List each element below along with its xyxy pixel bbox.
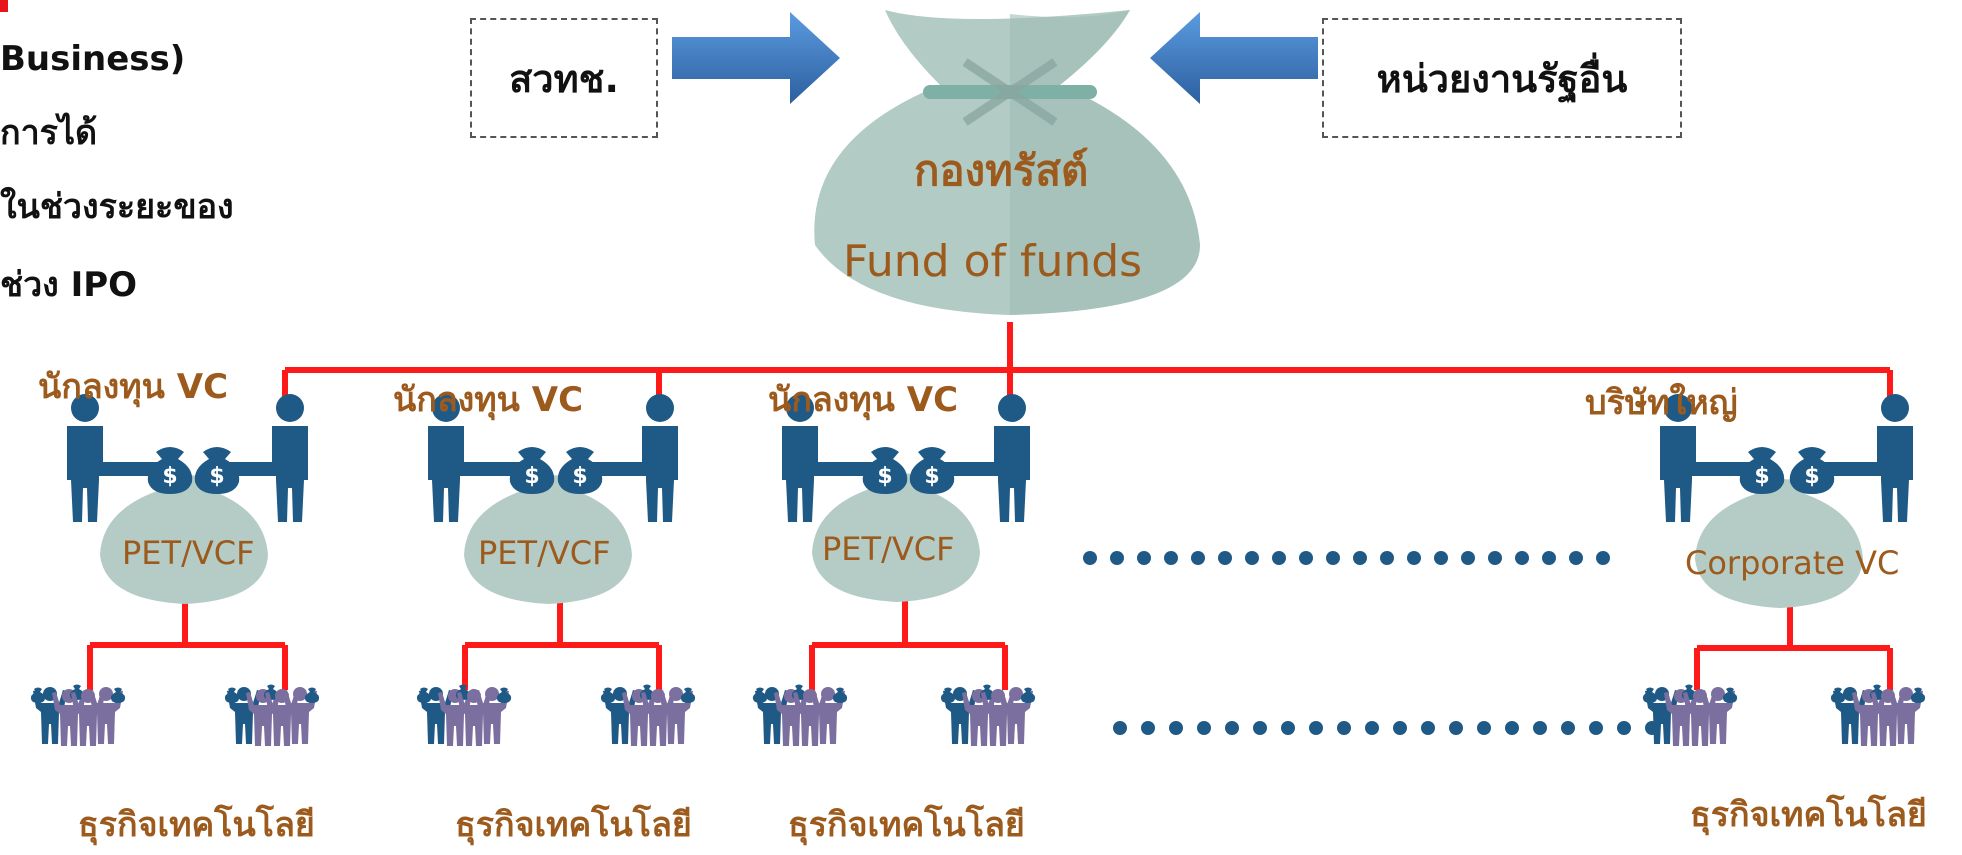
investor-group-2 — [428, 394, 678, 604]
business-group-2b — [601, 685, 695, 747]
business-label-3: ธุรกิจเทคโนโลยี — [788, 805, 1025, 845]
fund-bag-shape — [814, 10, 1200, 315]
ellipsis-dots-row-2 — [1113, 721, 1659, 735]
business-group-3a — [753, 685, 847, 747]
source-box-right-label: หน่วยงานรัฐอื่น — [1376, 56, 1628, 101]
connector-lines — [87, 322, 1893, 690]
source-box-right: หน่วยงานรัฐอื่น — [1322, 18, 1682, 138]
business-group-4b — [1831, 685, 1925, 747]
investor-group-4 — [1660, 394, 1913, 608]
investor-label-3: นักลงทุน VC — [768, 380, 959, 420]
investor-group-3 — [782, 394, 1030, 602]
investor-label-4: บริษัทใหญ่ — [1585, 383, 1738, 423]
business-label-1: ธุรกิจเทคโนโลยี — [78, 805, 315, 845]
business-group-1b — [225, 685, 319, 747]
business-group-4a — [1643, 685, 1737, 747]
business-group-2a — [417, 685, 511, 747]
bag-label-3: PET/VCF — [822, 530, 955, 568]
business-label-4: ธุรกิจเทคโนโลยี — [1690, 795, 1927, 835]
left-text-line-1: Business) — [0, 39, 186, 79]
left-arrow — [672, 12, 840, 104]
bag-label-1: PET/VCF — [122, 534, 255, 572]
partial-red-glyph — [0, 0, 8, 12]
left-text-line-4: ช่วง IPO — [0, 265, 138, 305]
left-text-line-3: ในช่วงระยะของ — [0, 187, 234, 227]
business-group-3b — [941, 685, 1035, 747]
source-box-left-label: สวทช. — [509, 56, 619, 101]
bag-label-4: Corporate VC — [1685, 544, 1900, 582]
investor-group-1 — [67, 394, 308, 604]
fund-title-english: Fund of funds — [843, 236, 1143, 287]
right-arrow — [1150, 12, 1318, 104]
business-label-2: ธุรกิจเทคโนโลยี — [455, 805, 692, 845]
ellipsis-dots-row-1 — [1083, 551, 1610, 565]
fund-title-thai: กองทรัสต์ — [914, 146, 1089, 195]
bag-label-2: PET/VCF — [478, 534, 611, 572]
investor-label-2: นักลงทุน VC — [393, 380, 584, 420]
business-group-1a — [31, 685, 125, 747]
source-box-left: สวทช. — [470, 18, 658, 138]
left-text-line-2: การได้ — [0, 113, 98, 153]
investor-label-1: นักลงทุน VC — [38, 367, 229, 407]
